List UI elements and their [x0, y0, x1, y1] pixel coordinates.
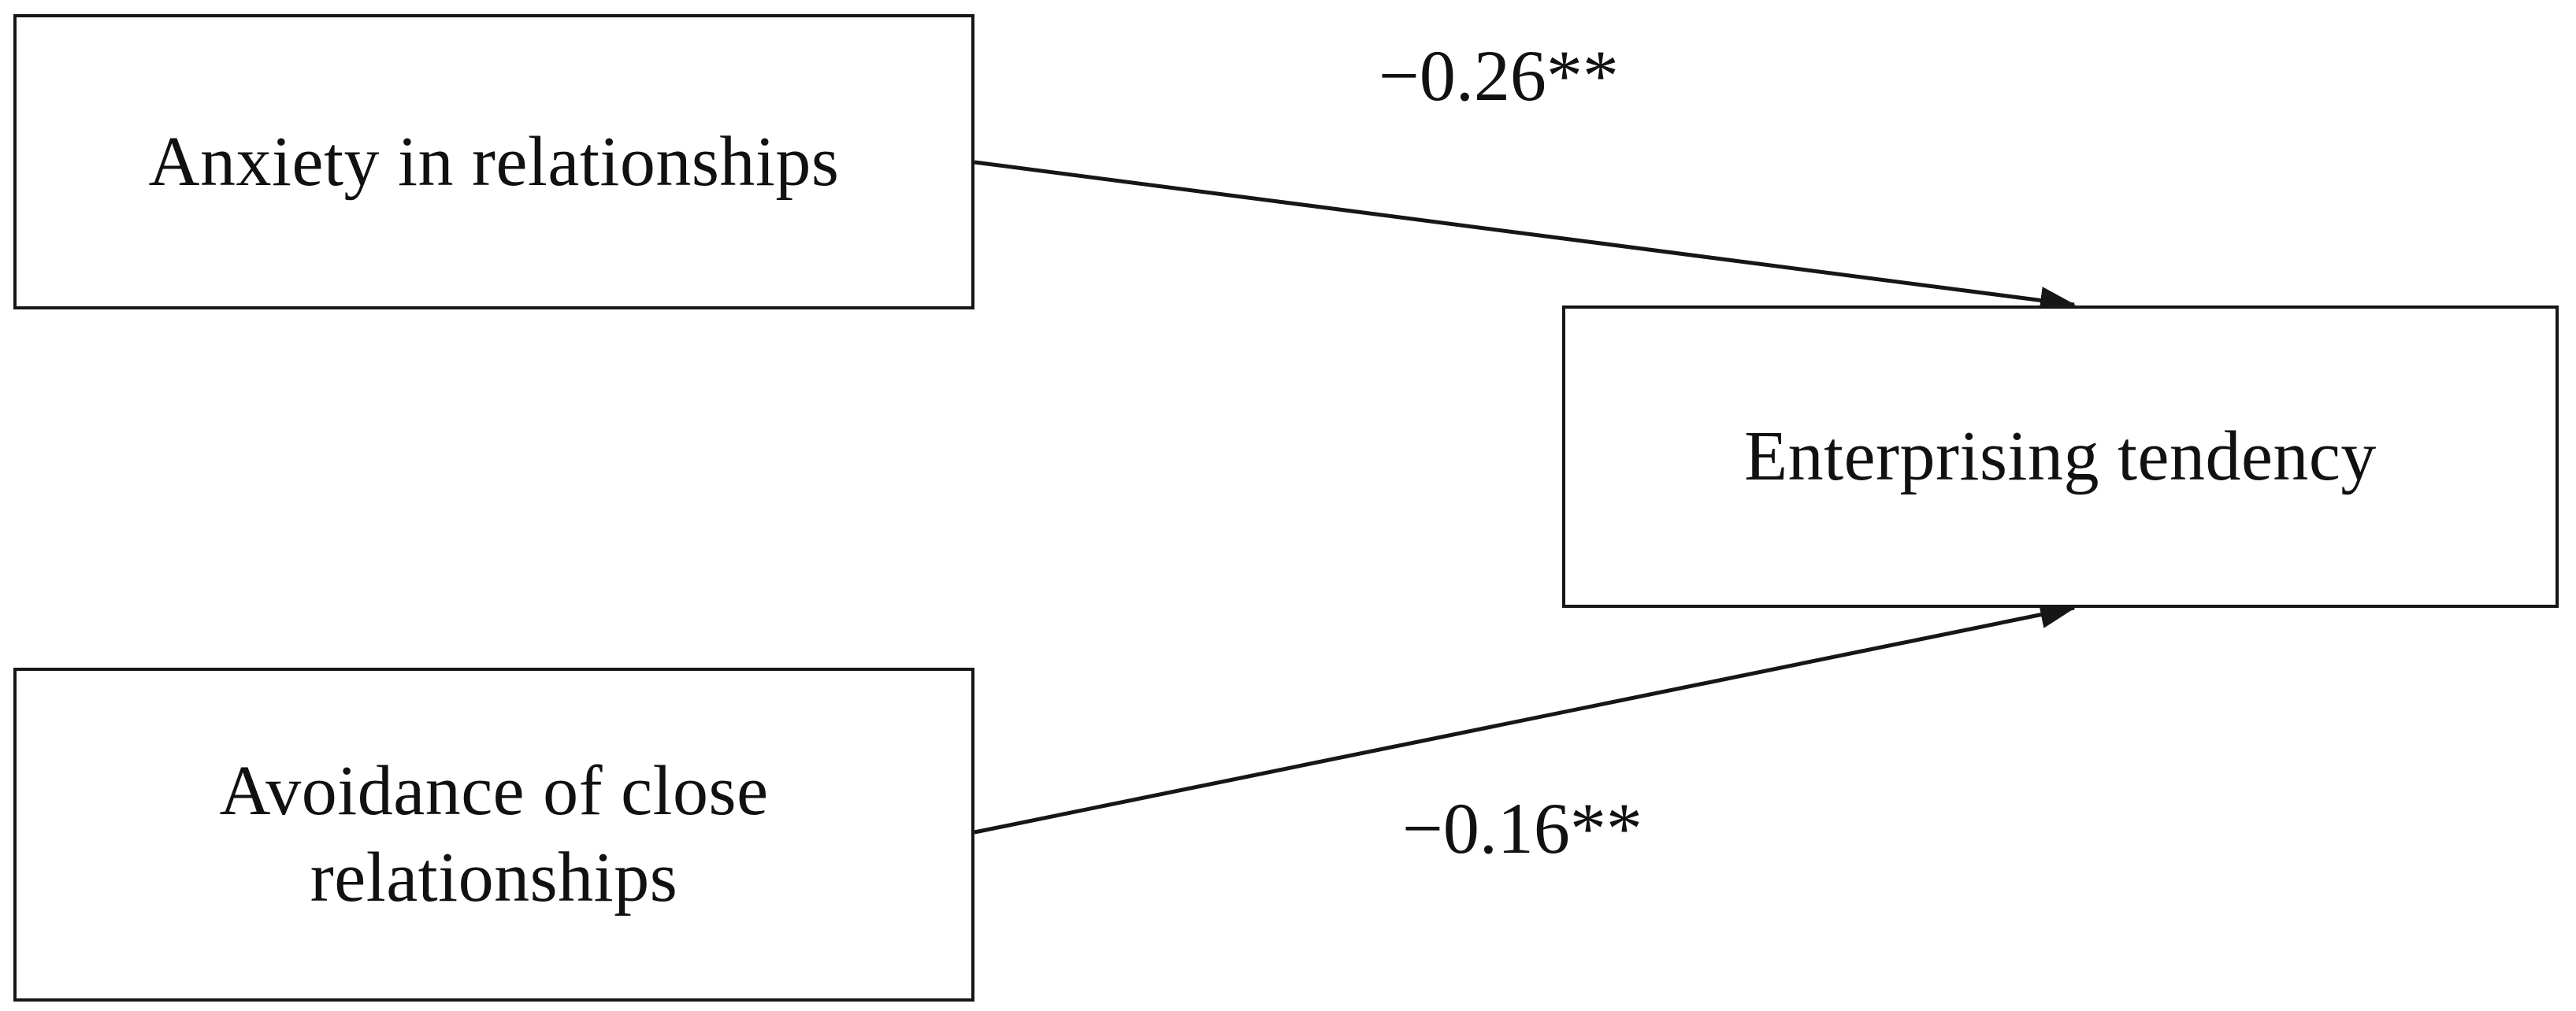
node-avoidance-label: Avoidance of close relationships [219, 752, 769, 917]
edge-anxiety-to-enterprising [974, 160, 2076, 314]
node-enterprising-tendency: Enterprising tendency [1562, 306, 2559, 608]
node-avoidance-of-close-relationships: Avoidance of close relationships [13, 668, 974, 1002]
edge-label-anxiety-coefficient: −0.26** [1379, 35, 1619, 116]
node-anxiety-label: Anxiety in relationships [148, 122, 840, 201]
node-enterprising-label: Enterprising tendency [1744, 417, 2377, 496]
node-anxiety-in-relationships: Anxiety in relationships [13, 14, 974, 309]
edge-label-avoidance-coefficient: −0.16** [1402, 788, 1642, 868]
